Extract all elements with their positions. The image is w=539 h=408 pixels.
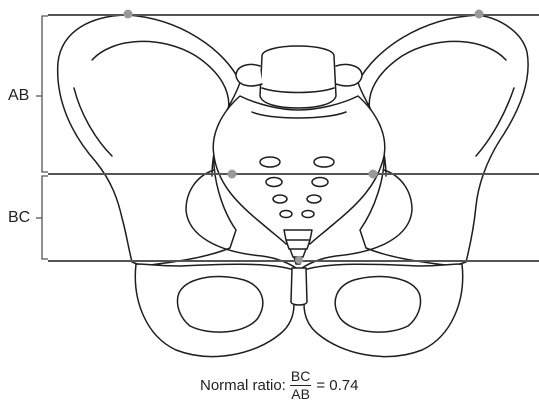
bc-label: BC [8, 210, 30, 226]
ab-bracket [42, 16, 48, 172]
point-a-right [475, 10, 484, 19]
caption-prefix: Normal ratio: [200, 377, 286, 394]
l5-right-process [336, 64, 362, 85]
fraction-denominator: AB [290, 386, 311, 402]
point-b-right [369, 170, 378, 179]
l5-vertebral-body [260, 46, 336, 108]
pubic-symphysis [291, 268, 307, 305]
ratio-result: = 0.74 [316, 377, 358, 394]
left-pubis-ischium [135, 264, 294, 357]
ratio-fraction: BC AB [290, 369, 311, 402]
point-b-left [228, 170, 237, 179]
ab-label: AB [8, 88, 29, 104]
left-ilium-wing [58, 15, 240, 266]
fraction-numerator: BC [290, 369, 311, 386]
bc-bracket [42, 176, 48, 259]
point-c [295, 256, 303, 264]
l5-left-process [236, 64, 262, 85]
right-pubis-ischium [304, 264, 463, 357]
ratio-caption: Normal ratio: BC AB = 0.74 [200, 366, 358, 404]
point-a-left [124, 10, 133, 19]
